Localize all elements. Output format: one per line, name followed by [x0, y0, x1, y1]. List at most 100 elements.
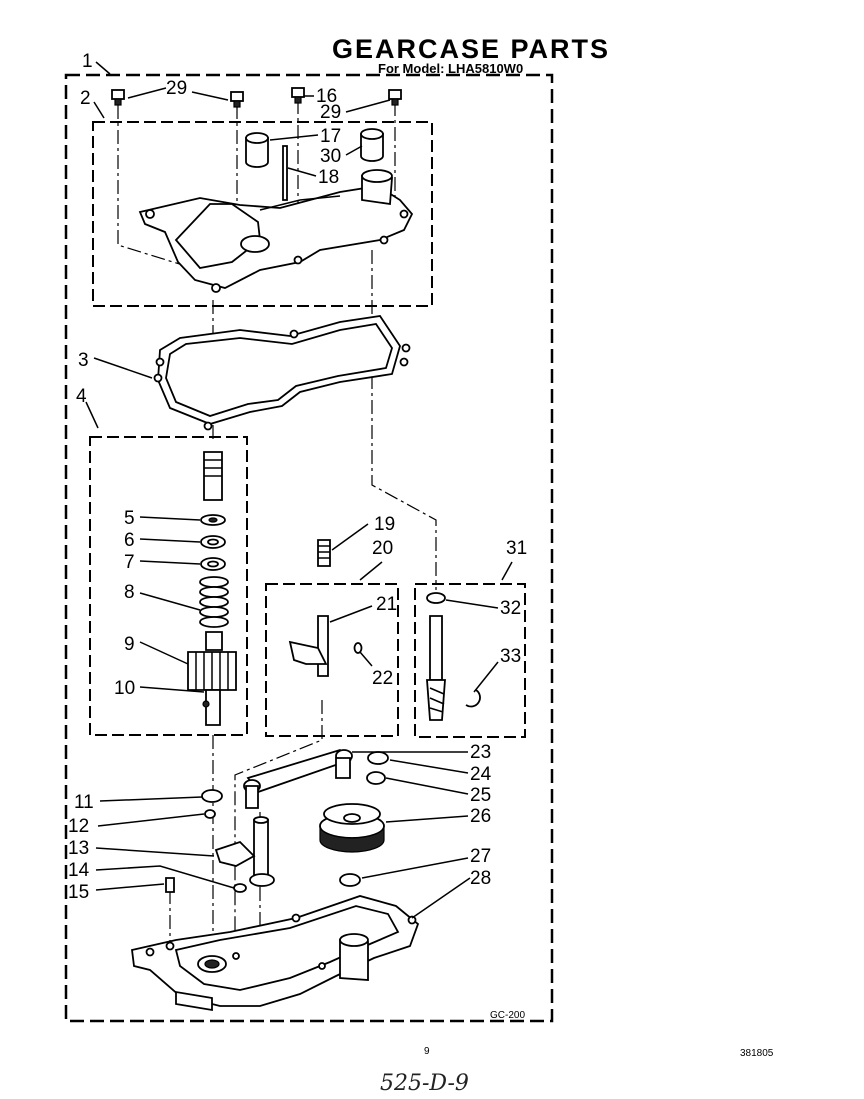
leader-12 — [97, 813, 205, 827]
leader-30 — [345, 145, 363, 156]
part-14 — [233, 883, 247, 893]
washer-32 — [426, 592, 446, 604]
leader-28 — [411, 877, 471, 919]
shifter-assembly-box — [265, 583, 399, 737]
leader-14 — [95, 865, 235, 889]
model-subtitle: For Model: LHA5810W0 — [378, 61, 523, 76]
washer-6 — [200, 535, 226, 549]
ball-12 — [204, 809, 216, 819]
screw-16 — [291, 87, 305, 104]
leader-24 — [389, 759, 469, 774]
leader-9 — [139, 641, 189, 665]
diagram-code: GC-200 — [490, 1010, 525, 1021]
spring-8 — [199, 576, 229, 628]
gasket-3 — [153, 315, 411, 431]
callout-32: 32 — [500, 598, 521, 619]
callout-1: 1 — [82, 51, 93, 72]
callout-12: 12 — [68, 816, 89, 837]
leader-11 — [99, 796, 203, 802]
leader-7 — [139, 560, 201, 565]
leader-10 — [139, 686, 205, 693]
shifter-21 — [288, 615, 329, 677]
diagram-title: GEARCASE PARTS — [332, 34, 610, 64]
leader-4 — [85, 401, 99, 429]
document-number: 381805 — [740, 1048, 774, 1059]
gearcase-cover — [138, 169, 414, 293]
handwritten-note: 525-D-9 — [380, 1071, 469, 1096]
callout-25: 25 — [470, 785, 491, 806]
callout-23: 23 — [470, 742, 491, 763]
assembly-frame — [64, 73, 554, 1023]
leader-17 — [269, 134, 319, 141]
leader-33 — [473, 661, 499, 693]
leader-22 — [359, 651, 373, 667]
cover-assembly-box — [92, 121, 433, 307]
callout-3: 3 — [78, 350, 89, 371]
callout-18: 18 — [318, 167, 339, 188]
callout-10: 10 — [114, 678, 135, 699]
callout-21: 21 — [376, 594, 397, 615]
callout-22: 22 — [372, 668, 393, 689]
callout-16: 16 — [316, 86, 337, 107]
page-number: 9 — [424, 1046, 430, 1057]
callout-6: 6 — [124, 530, 135, 551]
washer-24 — [367, 751, 389, 765]
screw-29-mid — [230, 91, 244, 108]
leader-32 — [445, 599, 499, 609]
leader-29a — [127, 87, 229, 101]
callout-17: 17 — [320, 126, 341, 147]
pinion-shaft — [426, 615, 446, 721]
leader-1 — [95, 61, 111, 75]
callout-2: 2 — [80, 88, 91, 109]
callout-5: 5 — [124, 508, 135, 529]
spring-19 — [317, 539, 331, 567]
callout-14: 14 — [68, 860, 90, 881]
bearing-30 — [360, 128, 384, 162]
leader-31 — [501, 561, 513, 581]
callout-33: 33 — [500, 646, 521, 667]
callout-15: 15 — [68, 882, 89, 903]
washer-5 — [200, 514, 226, 526]
leader-29b — [345, 99, 391, 113]
screw-29-left — [111, 89, 125, 106]
callout-30: 30 — [320, 146, 341, 167]
gear-26 — [319, 803, 385, 853]
washer-7 — [200, 557, 226, 571]
callout-20: 20 — [372, 538, 393, 559]
shaft-10 — [202, 689, 221, 726]
pinion-assembly-box — [414, 583, 526, 738]
callout-7: 7 — [124, 552, 135, 573]
pin-15 — [165, 877, 175, 893]
callout-26: 26 — [470, 806, 491, 827]
leader-19 — [331, 523, 369, 551]
leader-2 — [93, 101, 105, 119]
callout-13: 13 — [68, 838, 89, 859]
bearing-17 — [245, 132, 269, 168]
leader-26 — [385, 815, 469, 823]
leader-20 — [359, 561, 383, 581]
callout-27: 27 — [470, 846, 491, 867]
callout-31: 31 — [506, 538, 527, 559]
link-23 — [243, 748, 353, 809]
leader-27 — [361, 857, 469, 879]
callout-28: 28 — [470, 868, 491, 889]
callout-11: 11 — [74, 792, 94, 813]
washer-25 — [366, 771, 386, 785]
callout-4: 4 — [76, 386, 87, 407]
callout-8: 8 — [124, 582, 135, 603]
leader-3 — [93, 357, 153, 379]
agitator-shaft-assembly-box — [89, 436, 248, 736]
callout-24: 24 — [470, 764, 492, 785]
pin-22 — [353, 642, 363, 654]
centerline-shifter — [234, 700, 323, 960]
bushing-11 — [201, 789, 223, 803]
leader-5 — [139, 516, 201, 521]
gearcase-base — [131, 895, 420, 1012]
callout-29-left: 29 — [166, 78, 187, 99]
leader-21 — [329, 605, 373, 623]
leader-15 — [95, 883, 165, 891]
leader-8 — [139, 592, 201, 611]
callout-9: 9 — [124, 634, 135, 655]
leader-18 — [287, 167, 317, 177]
